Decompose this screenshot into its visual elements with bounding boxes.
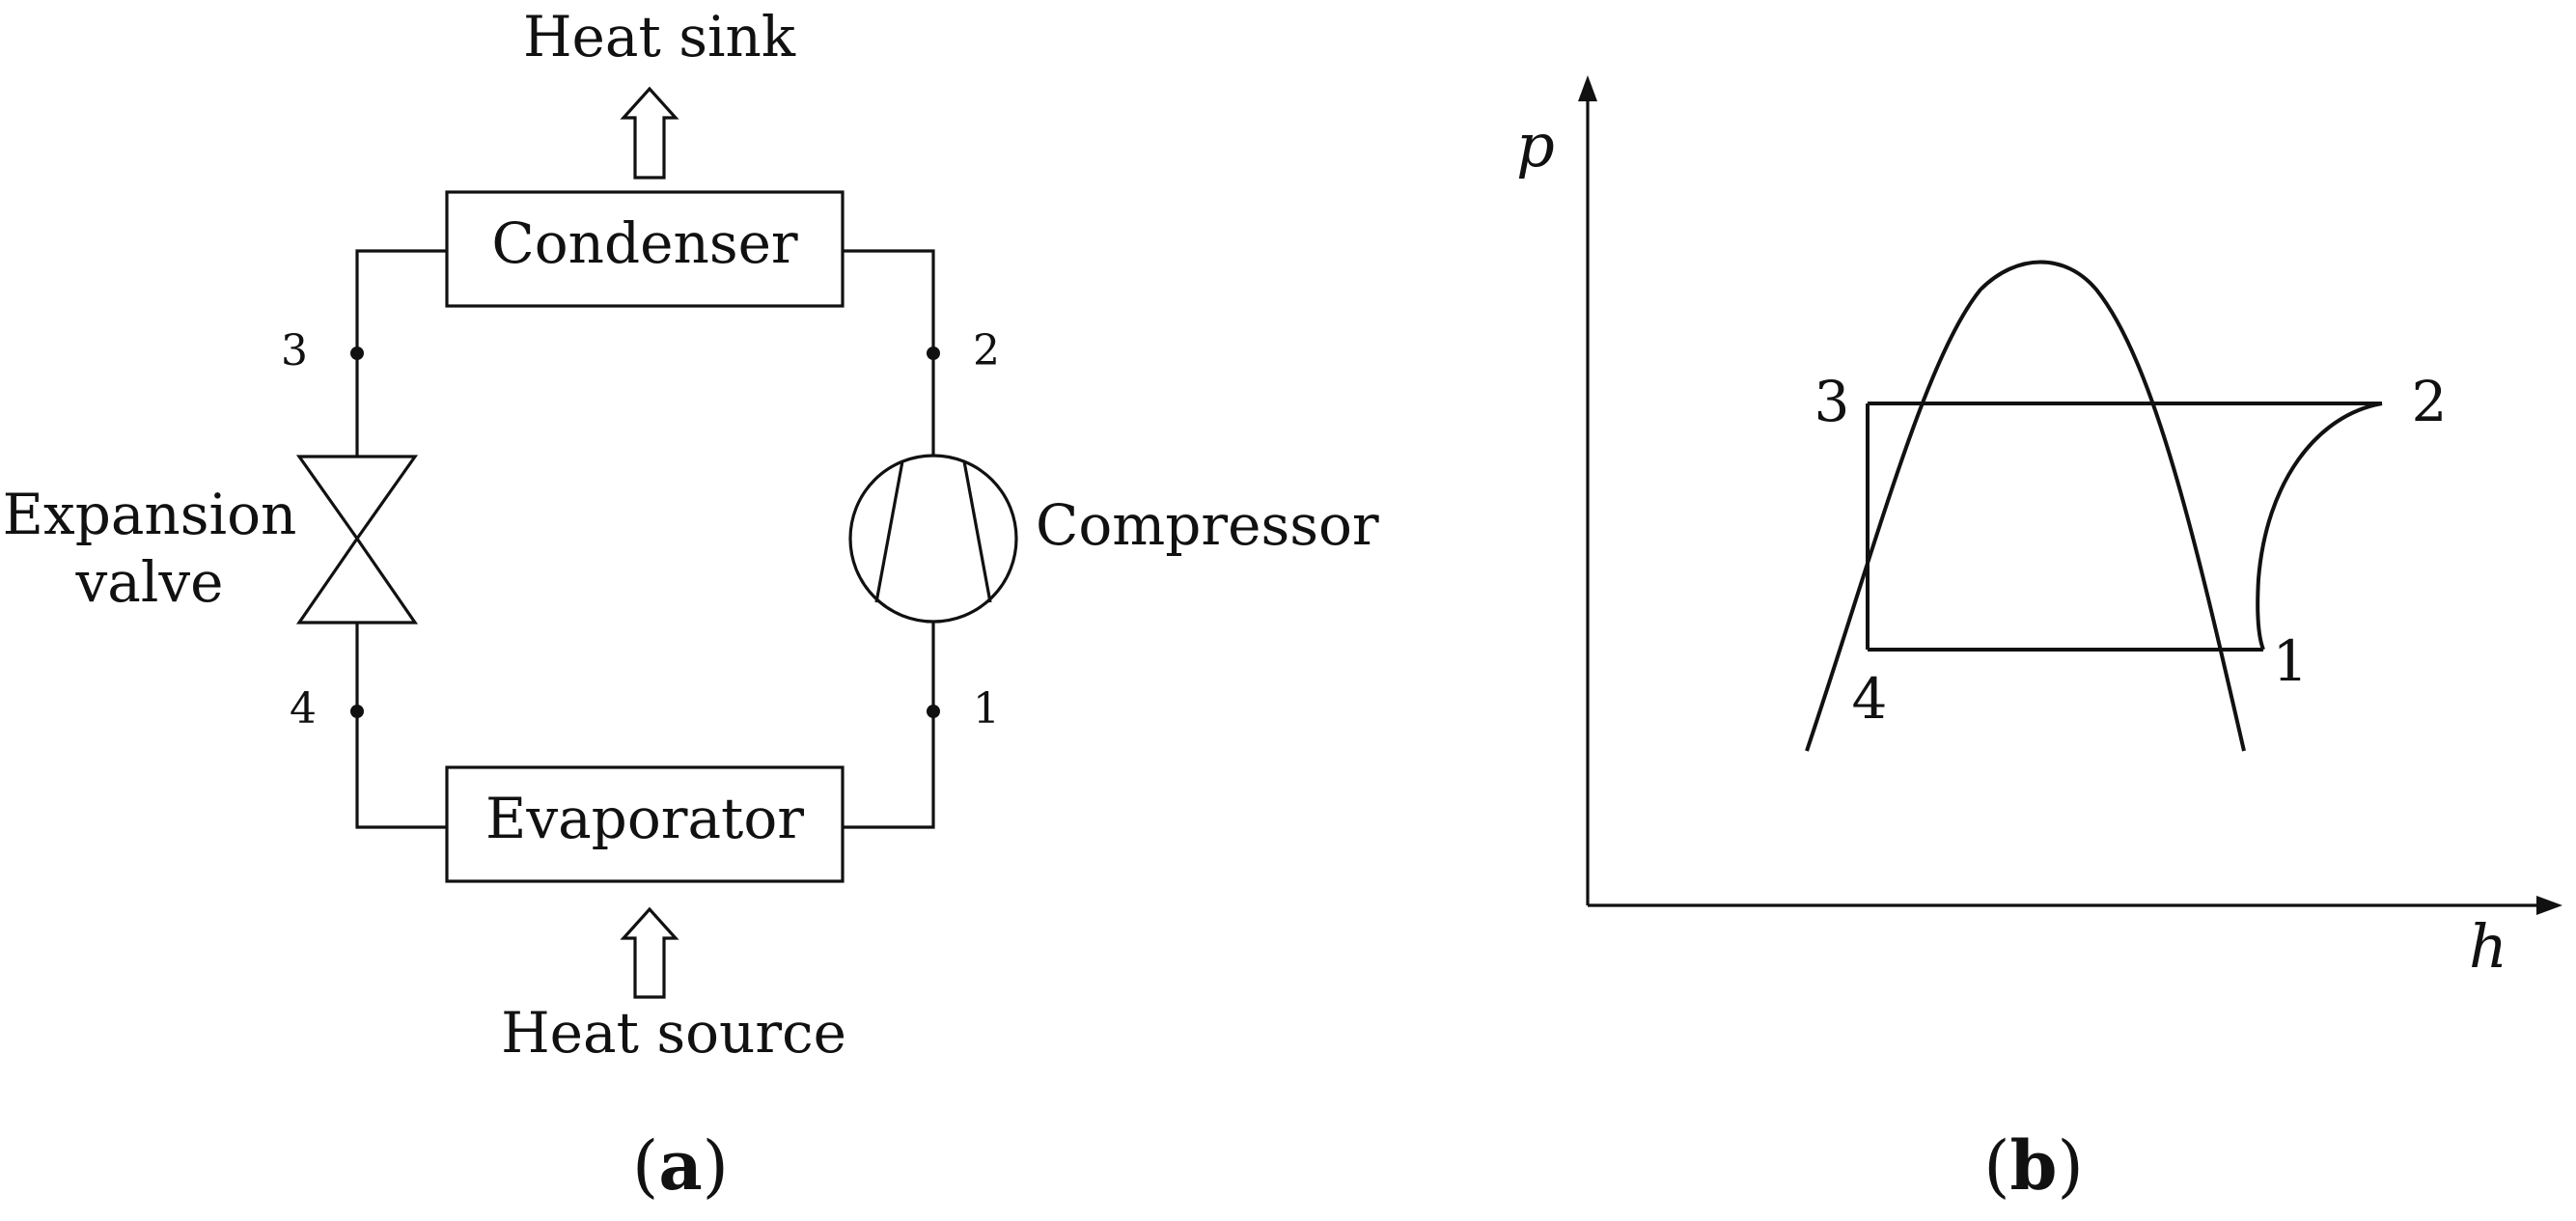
caption-b: (b) <box>1983 1125 2084 1206</box>
evaporator-label: Evaporator <box>485 786 804 851</box>
state-dot-4 <box>350 705 364 718</box>
state-label-2: 2 <box>973 326 1000 375</box>
ph-state-label-2: 2 <box>2412 369 2448 434</box>
state-label-4: 4 <box>290 684 317 734</box>
caption-a: (a) <box>632 1125 729 1206</box>
expansion-valve-label-line1: Expansion <box>3 482 297 547</box>
pipe-valve-to-evaporator <box>355 623 447 829</box>
compressor-symbol <box>848 454 1018 624</box>
ph-state-label-1: 1 <box>2273 628 2309 694</box>
compressor-label: Compressor <box>1036 492 1379 558</box>
pipe-condenser-to-valve <box>355 249 447 458</box>
heat-sink-label: Heat sink <box>523 4 796 69</box>
heat-source-arrow <box>620 906 679 999</box>
ph-state-label-3: 3 <box>1814 369 1850 434</box>
state-label-1: 1 <box>973 684 1000 734</box>
state-label-3: 3 <box>281 326 308 375</box>
condenser-label: Condenser <box>491 210 798 276</box>
x-axis-label: h <box>2469 911 2507 982</box>
pipe-condenser-to-compressor <box>843 249 935 457</box>
cycle-curve-1-2 <box>2256 402 2383 651</box>
evaporator-box <box>445 765 845 883</box>
pipe-compressor-to-evaporator <box>843 621 935 829</box>
expansion-valve-symbol <box>295 455 419 624</box>
y-axis-arrowhead <box>1578 75 1597 101</box>
x-axis-arrowhead <box>2536 896 2562 915</box>
compressor-blade-left <box>874 460 904 603</box>
compressor-blade-right <box>962 460 992 603</box>
saturation-dome-curve <box>1805 260 2246 752</box>
state-dot-1 <box>927 705 940 718</box>
condenser-box <box>445 190 845 308</box>
expansion-valve-label-line2: valve <box>75 549 224 615</box>
ph-state-label-4: 4 <box>1852 666 1888 732</box>
y-axis-label: p <box>1516 110 1555 180</box>
heat-sink-arrow <box>620 86 679 180</box>
state-dot-2 <box>927 347 940 360</box>
heat-source-label: Heat source <box>501 1000 846 1066</box>
panel-b-ph-diagram: p h 3 2 4 1 (b) <box>1516 75 2562 1206</box>
state-dot-3 <box>350 347 364 360</box>
panel-a-schematic: Condenser Evaporator Heat sink Heat sour… <box>3 4 1379 1206</box>
